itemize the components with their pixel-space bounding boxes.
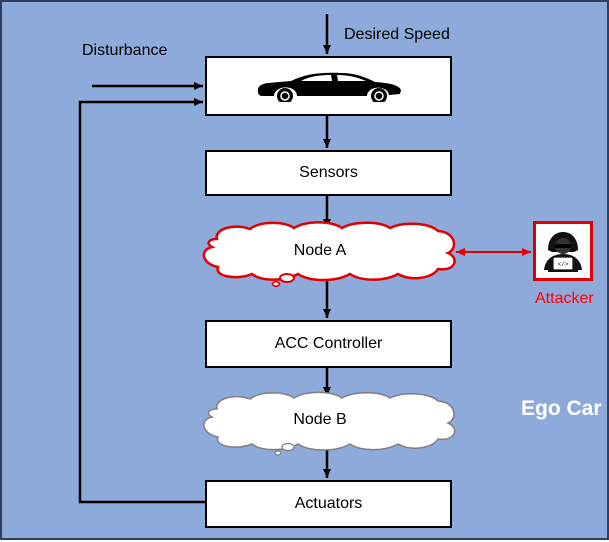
node-a-label: Node A [293, 242, 347, 259]
acc-controller-block[interactable]: ACC Controller [205, 320, 452, 368]
actuators-block[interactable]: Actuators [205, 480, 452, 528]
ego-car-label: Ego Car [521, 397, 602, 420]
hacker-icon: </> [544, 232, 582, 272]
acc-controller-label: ACC Controller [274, 335, 383, 352]
sensors-label: Sensors [299, 164, 358, 181]
node-a-cloud [202, 221, 456, 287]
feedback-loop-arrow [78, 98, 205, 504]
vehicle-block[interactable] [205, 56, 452, 116]
node-b-label: Node B [293, 411, 347, 428]
disturbance-label: Disturbance [82, 42, 168, 59]
node-b-cloud [203, 391, 456, 456]
car-icon [257, 72, 401, 102]
actuators-label: Actuators [294, 495, 363, 512]
attacker-label: Attacker [535, 290, 594, 307]
sensors-block[interactable]: Sensors [205, 150, 452, 196]
svg-text:</>: </> [558, 261, 569, 268]
desired-speed-label: Desired Speed [344, 26, 450, 43]
attacker-box[interactable]: </> [533, 221, 593, 281]
